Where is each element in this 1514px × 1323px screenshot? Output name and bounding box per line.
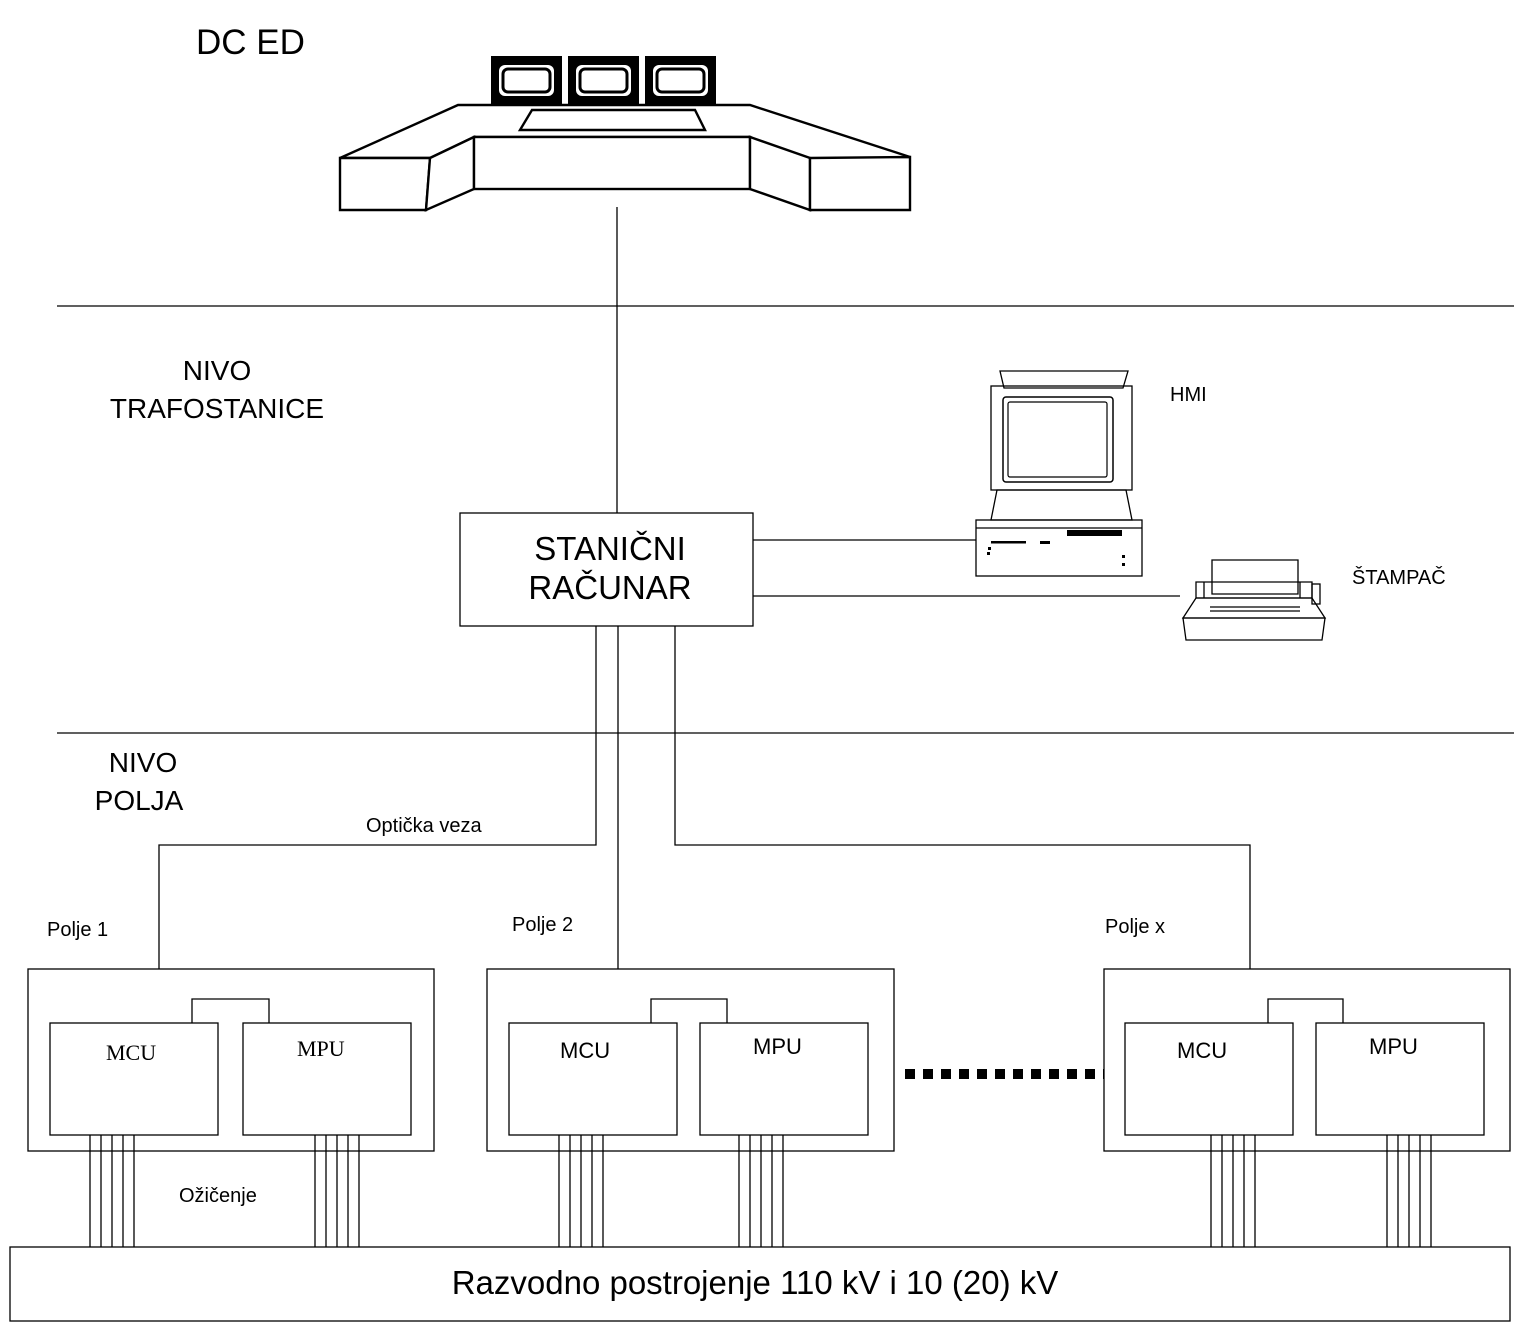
field-2: Polje 2 MCU MPU xyxy=(487,914,894,1151)
station-computer-label-2: RAČUNAR xyxy=(528,569,691,606)
optical-link-label: Optička veza xyxy=(366,815,482,837)
field-x: Polje x MCU MPU xyxy=(1104,916,1510,1151)
field-title: Polje x xyxy=(1105,916,1165,938)
mcu-label: MCU xyxy=(560,1038,610,1063)
field-1: Polje 1 MCU MPU xyxy=(28,919,434,1151)
optical-link-field-x xyxy=(675,626,1250,1023)
level-label-substation-1: NIVO xyxy=(183,355,251,386)
wiring-label: Ožičenje xyxy=(179,1185,257,1207)
dc-ed-label: DC ED xyxy=(196,23,305,62)
mcu-label: MCU xyxy=(1177,1038,1227,1063)
hmi-label: HMI xyxy=(1170,384,1207,406)
monitor-icon xyxy=(645,56,716,106)
monitor-icon xyxy=(568,56,639,106)
control-desk-icon xyxy=(340,56,910,210)
level-label-field-1: NIVO xyxy=(109,747,177,778)
mpu-label: MPU xyxy=(753,1034,802,1059)
level-label-substation-2: TRAFOSTANICE xyxy=(110,393,324,424)
monitor-icon xyxy=(491,56,562,106)
mpu-label: MPU xyxy=(1369,1034,1418,1059)
switchgear-label: Razvodno postrojenje 110 kV i 10 (20) kV xyxy=(452,1264,1059,1301)
printer-label: ŠTAMPAČ xyxy=(1352,566,1446,589)
field-title: Polje 2 xyxy=(512,914,573,936)
station-computer-label-1: STANIČNI xyxy=(534,530,686,567)
mcu-label: MCU xyxy=(106,1040,156,1065)
level-label-field-2: POLJA xyxy=(95,785,184,816)
wiring-bundles xyxy=(90,1135,1431,1247)
printer-icon xyxy=(1183,560,1325,640)
hmi-workstation-icon xyxy=(976,371,1142,576)
field-title: Polje 1 xyxy=(47,919,108,941)
more-fields-dots xyxy=(905,1069,1113,1079)
mpu-label: MPU xyxy=(297,1036,345,1061)
